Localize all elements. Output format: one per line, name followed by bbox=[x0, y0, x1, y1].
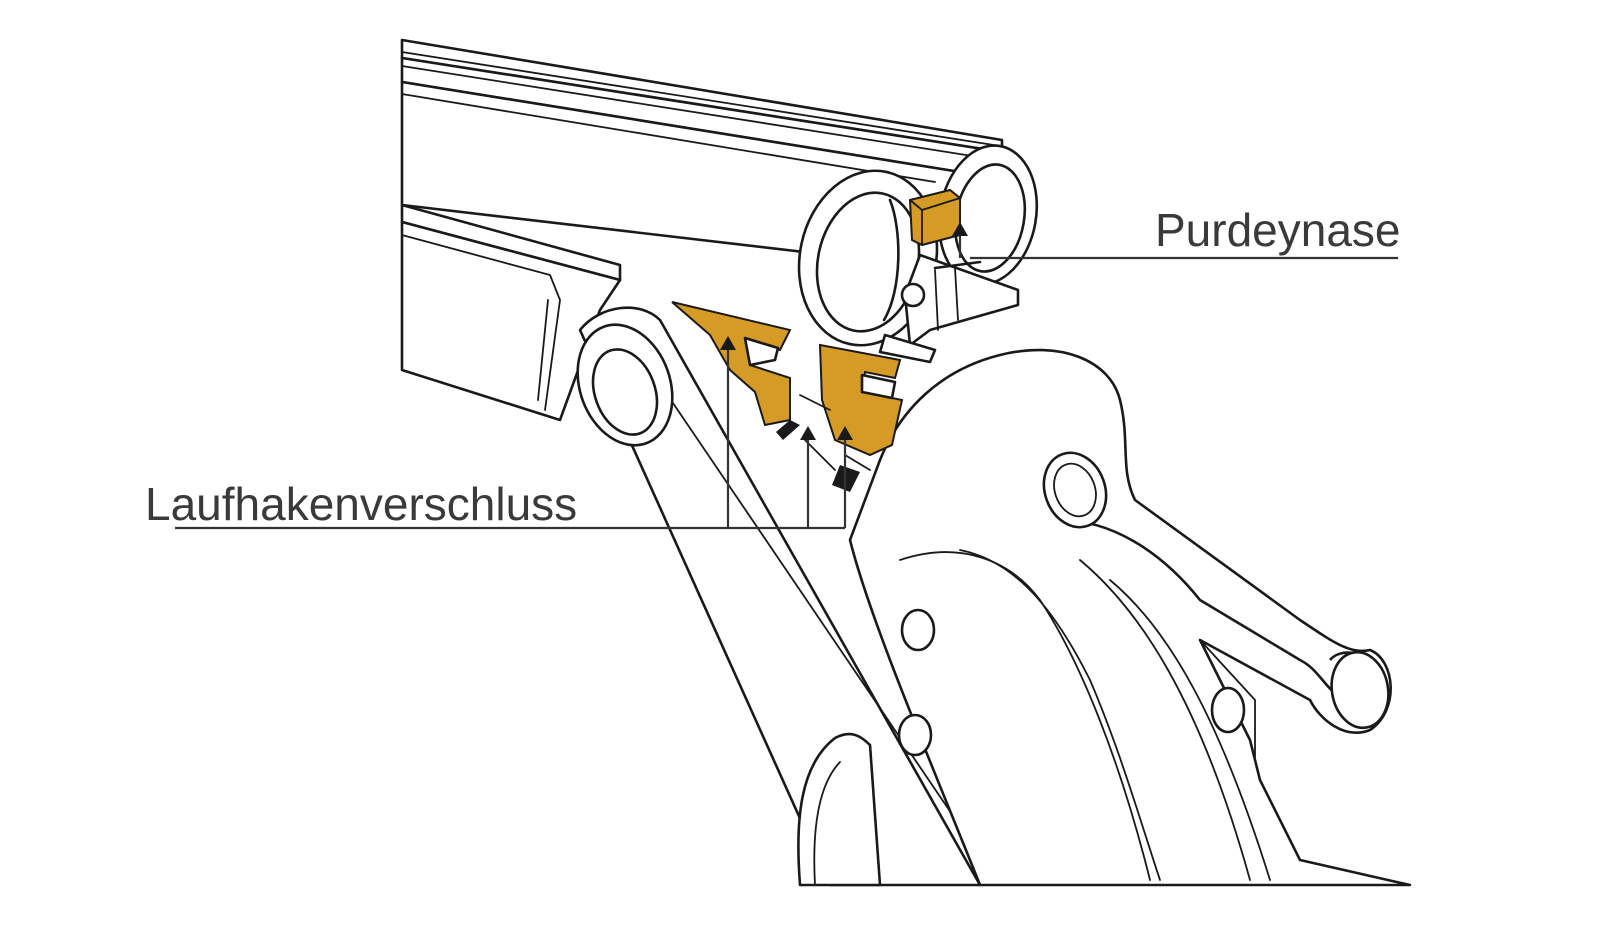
frame-screw-lower bbox=[897, 713, 933, 757]
frame-screw-upper bbox=[900, 608, 936, 652]
purdey-bite bbox=[908, 188, 961, 247]
purdey-leader bbox=[952, 222, 1398, 260]
hook-leader bbox=[175, 336, 853, 530]
barrel-hook-lugs bbox=[671, 301, 904, 492]
purdey-label: Purdeynase bbox=[1155, 204, 1401, 256]
right-barrel-bore bbox=[937, 144, 1039, 286]
sideplate-screw bbox=[1210, 686, 1246, 734]
hinge-pin bbox=[576, 323, 674, 447]
barrels bbox=[400, 38, 1039, 422]
action-frame bbox=[576, 306, 1412, 887]
hook-label: Laufhakenverschluss bbox=[145, 478, 577, 530]
top-lever bbox=[1042, 451, 1390, 730]
front-hook-highlight bbox=[671, 301, 792, 427]
purdey-bite-highlight bbox=[908, 188, 961, 247]
trigger-guard bbox=[797, 732, 882, 887]
rear-hook-highlight bbox=[818, 343, 904, 457]
